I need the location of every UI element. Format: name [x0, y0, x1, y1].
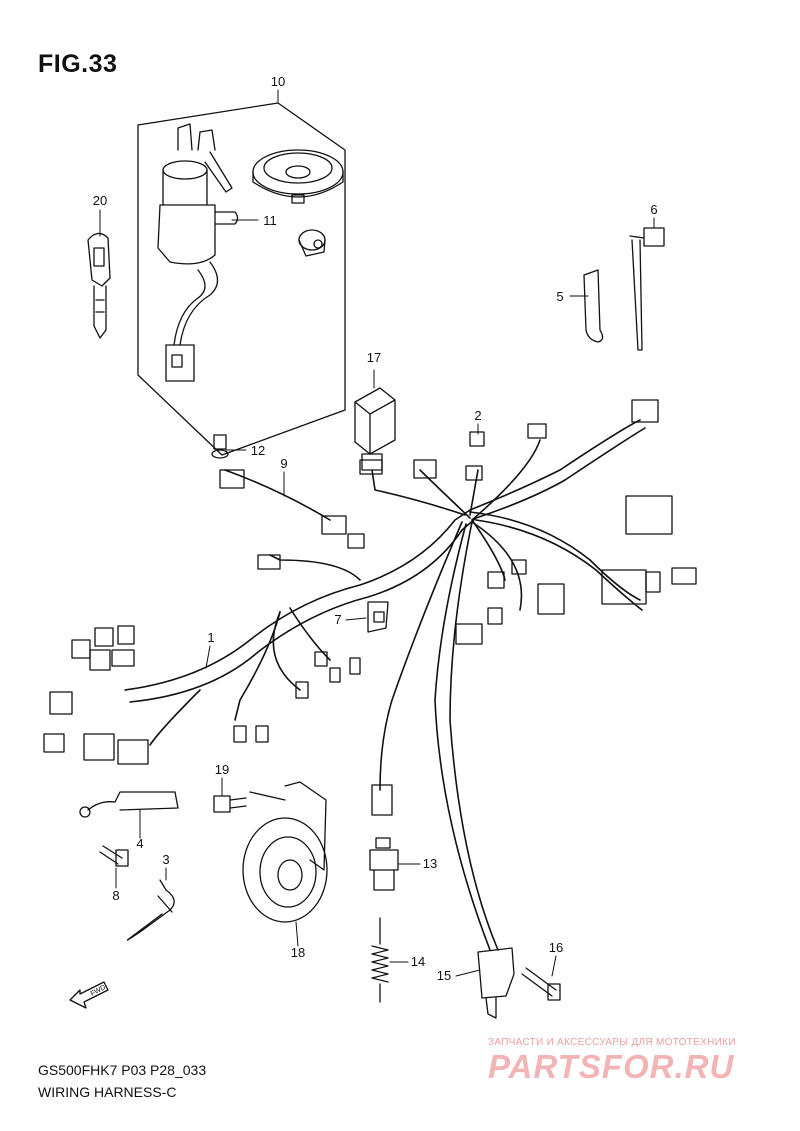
callout-16: 16	[549, 940, 563, 955]
callout-20: 20	[93, 193, 107, 208]
seat-lock-cylinder	[298, 229, 326, 257]
callout-2: 2	[474, 408, 481, 423]
clamp-7	[367, 601, 389, 633]
bolt-16	[521, 967, 561, 1001]
fuel-cap-lock	[252, 149, 344, 204]
callout-19: 19	[215, 762, 229, 777]
callout-9: 9	[280, 456, 287, 471]
fwd-arrow-icon	[69, 981, 109, 1009]
spring-14	[371, 917, 389, 1003]
callout-13: 13	[423, 856, 437, 871]
fwd-label: FWD	[90, 984, 107, 998]
callout-labels: 10 11 12 20 6 5 17 2 9 7 1 4 8 3 19 18 1…	[90, 74, 658, 998]
callout-6: 6	[650, 202, 657, 217]
model-code: GS500FHK7 P03 P28_033	[38, 1062, 207, 1078]
wire-clamp-4	[79, 791, 179, 818]
figure-subtitle: WIRING HARNESS-C	[38, 1084, 177, 1100]
relay-17	[354, 387, 396, 471]
connector-cluster-right	[359, 399, 697, 816]
cable-tie-6	[629, 227, 665, 351]
watermark-logo: PARTSFOR.RU	[488, 1048, 735, 1085]
callout-17: 17	[367, 350, 381, 365]
callout-14: 14	[411, 954, 425, 969]
switch-15	[477, 947, 515, 1019]
callout-15: 15	[437, 968, 451, 983]
screw-19	[213, 795, 247, 813]
horn-18	[242, 781, 328, 923]
callout-3: 3	[162, 852, 169, 867]
callout-8: 8	[112, 888, 119, 903]
callout-5: 5	[556, 289, 563, 304]
watermark-tagline: ЗАПЧАСТИ И АКСЕССУАРЫ ДЛЯ МОТОТЕХНИКИ	[488, 1037, 736, 1048]
callout-7: 7	[334, 612, 341, 627]
key-blank	[87, 232, 111, 339]
bolt-8	[99, 845, 129, 867]
callout-12: 12	[251, 443, 265, 458]
callout-11: 11	[263, 213, 277, 228]
leader-lines	[99, 89, 655, 977]
callout-4: 4	[136, 836, 143, 851]
ignition-switch	[157, 123, 239, 382]
screw-12	[211, 434, 229, 459]
figure-title: FIG.33	[38, 50, 118, 78]
connector-cluster-left	[43, 469, 365, 765]
clamp-3	[126, 879, 175, 941]
switch-13	[369, 837, 399, 891]
ignition-kit-box	[137, 102, 346, 456]
callout-10: 10	[271, 74, 285, 89]
callout-1: 1	[207, 630, 214, 645]
main-harness	[124, 419, 646, 951]
bracket-5	[583, 269, 604, 343]
callout-18: 18	[291, 945, 305, 960]
